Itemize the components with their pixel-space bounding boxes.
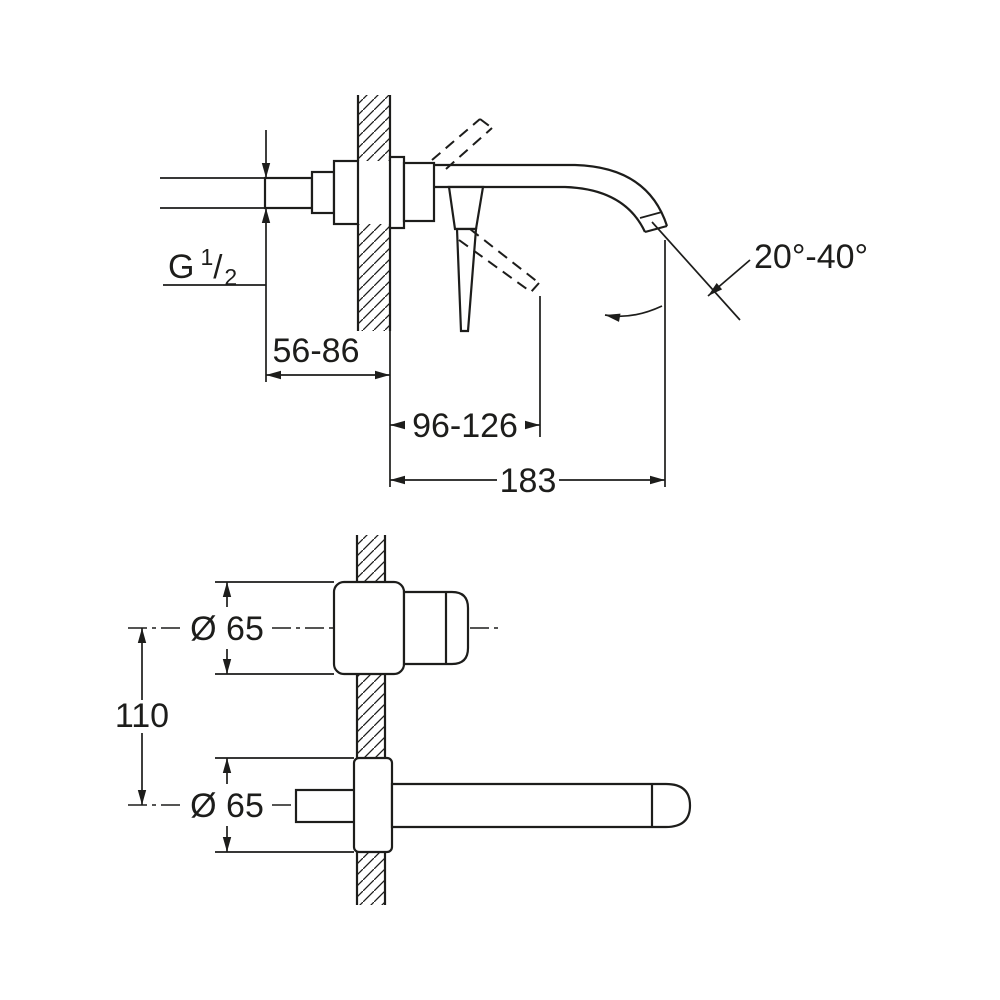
depth-dimension-label: 56-86 <box>273 332 360 370</box>
mixer-body <box>402 161 436 223</box>
spout-supply-stub <box>294 788 358 824</box>
faucet-side-view <box>263 118 669 333</box>
handle-front-view <box>332 580 470 676</box>
dimension-top-escutcheon: Ø 65 <box>190 581 334 675</box>
supply-pipe <box>263 176 314 210</box>
wall-section-side-view <box>356 95 392 487</box>
dimension-handle-range: 96-126 <box>390 296 541 445</box>
lever-base <box>447 185 485 231</box>
bottom-diameter-label: Ø 65 <box>190 787 264 825</box>
dimension-spout-angle: 20°-40° <box>604 221 868 322</box>
projection-dimension-label: 183 <box>500 462 557 500</box>
wall-section-front-view <box>355 535 387 905</box>
angle-dimension-label: 20°-40° <box>754 238 868 276</box>
dimension-center-distance: 110 <box>115 628 169 805</box>
dimension-depth-range: 56-86 <box>266 332 390 380</box>
spout-tube <box>390 782 692 829</box>
handle-dimension-label: 96-126 <box>412 407 518 445</box>
wall-escutcheon-side <box>388 155 406 230</box>
spout-front-view <box>294 756 692 854</box>
lever-raised-dashed <box>431 118 493 170</box>
mounting-flange <box>332 159 360 226</box>
dimension-bottom-escutcheon: Ø 65 <box>190 757 354 853</box>
pipe-step <box>310 170 336 215</box>
spout <box>434 163 669 234</box>
top-diameter-label: Ø 65 <box>190 610 264 648</box>
spout-escutcheon <box>352 756 394 854</box>
lever-handle <box>455 227 478 333</box>
lever-swung-dashed <box>458 228 540 293</box>
center-distance-label: 110 <box>115 697 169 735</box>
dimension-spout-projection: 183 <box>390 240 666 500</box>
handle-knob <box>402 590 470 666</box>
handle-escutcheon <box>332 580 406 676</box>
